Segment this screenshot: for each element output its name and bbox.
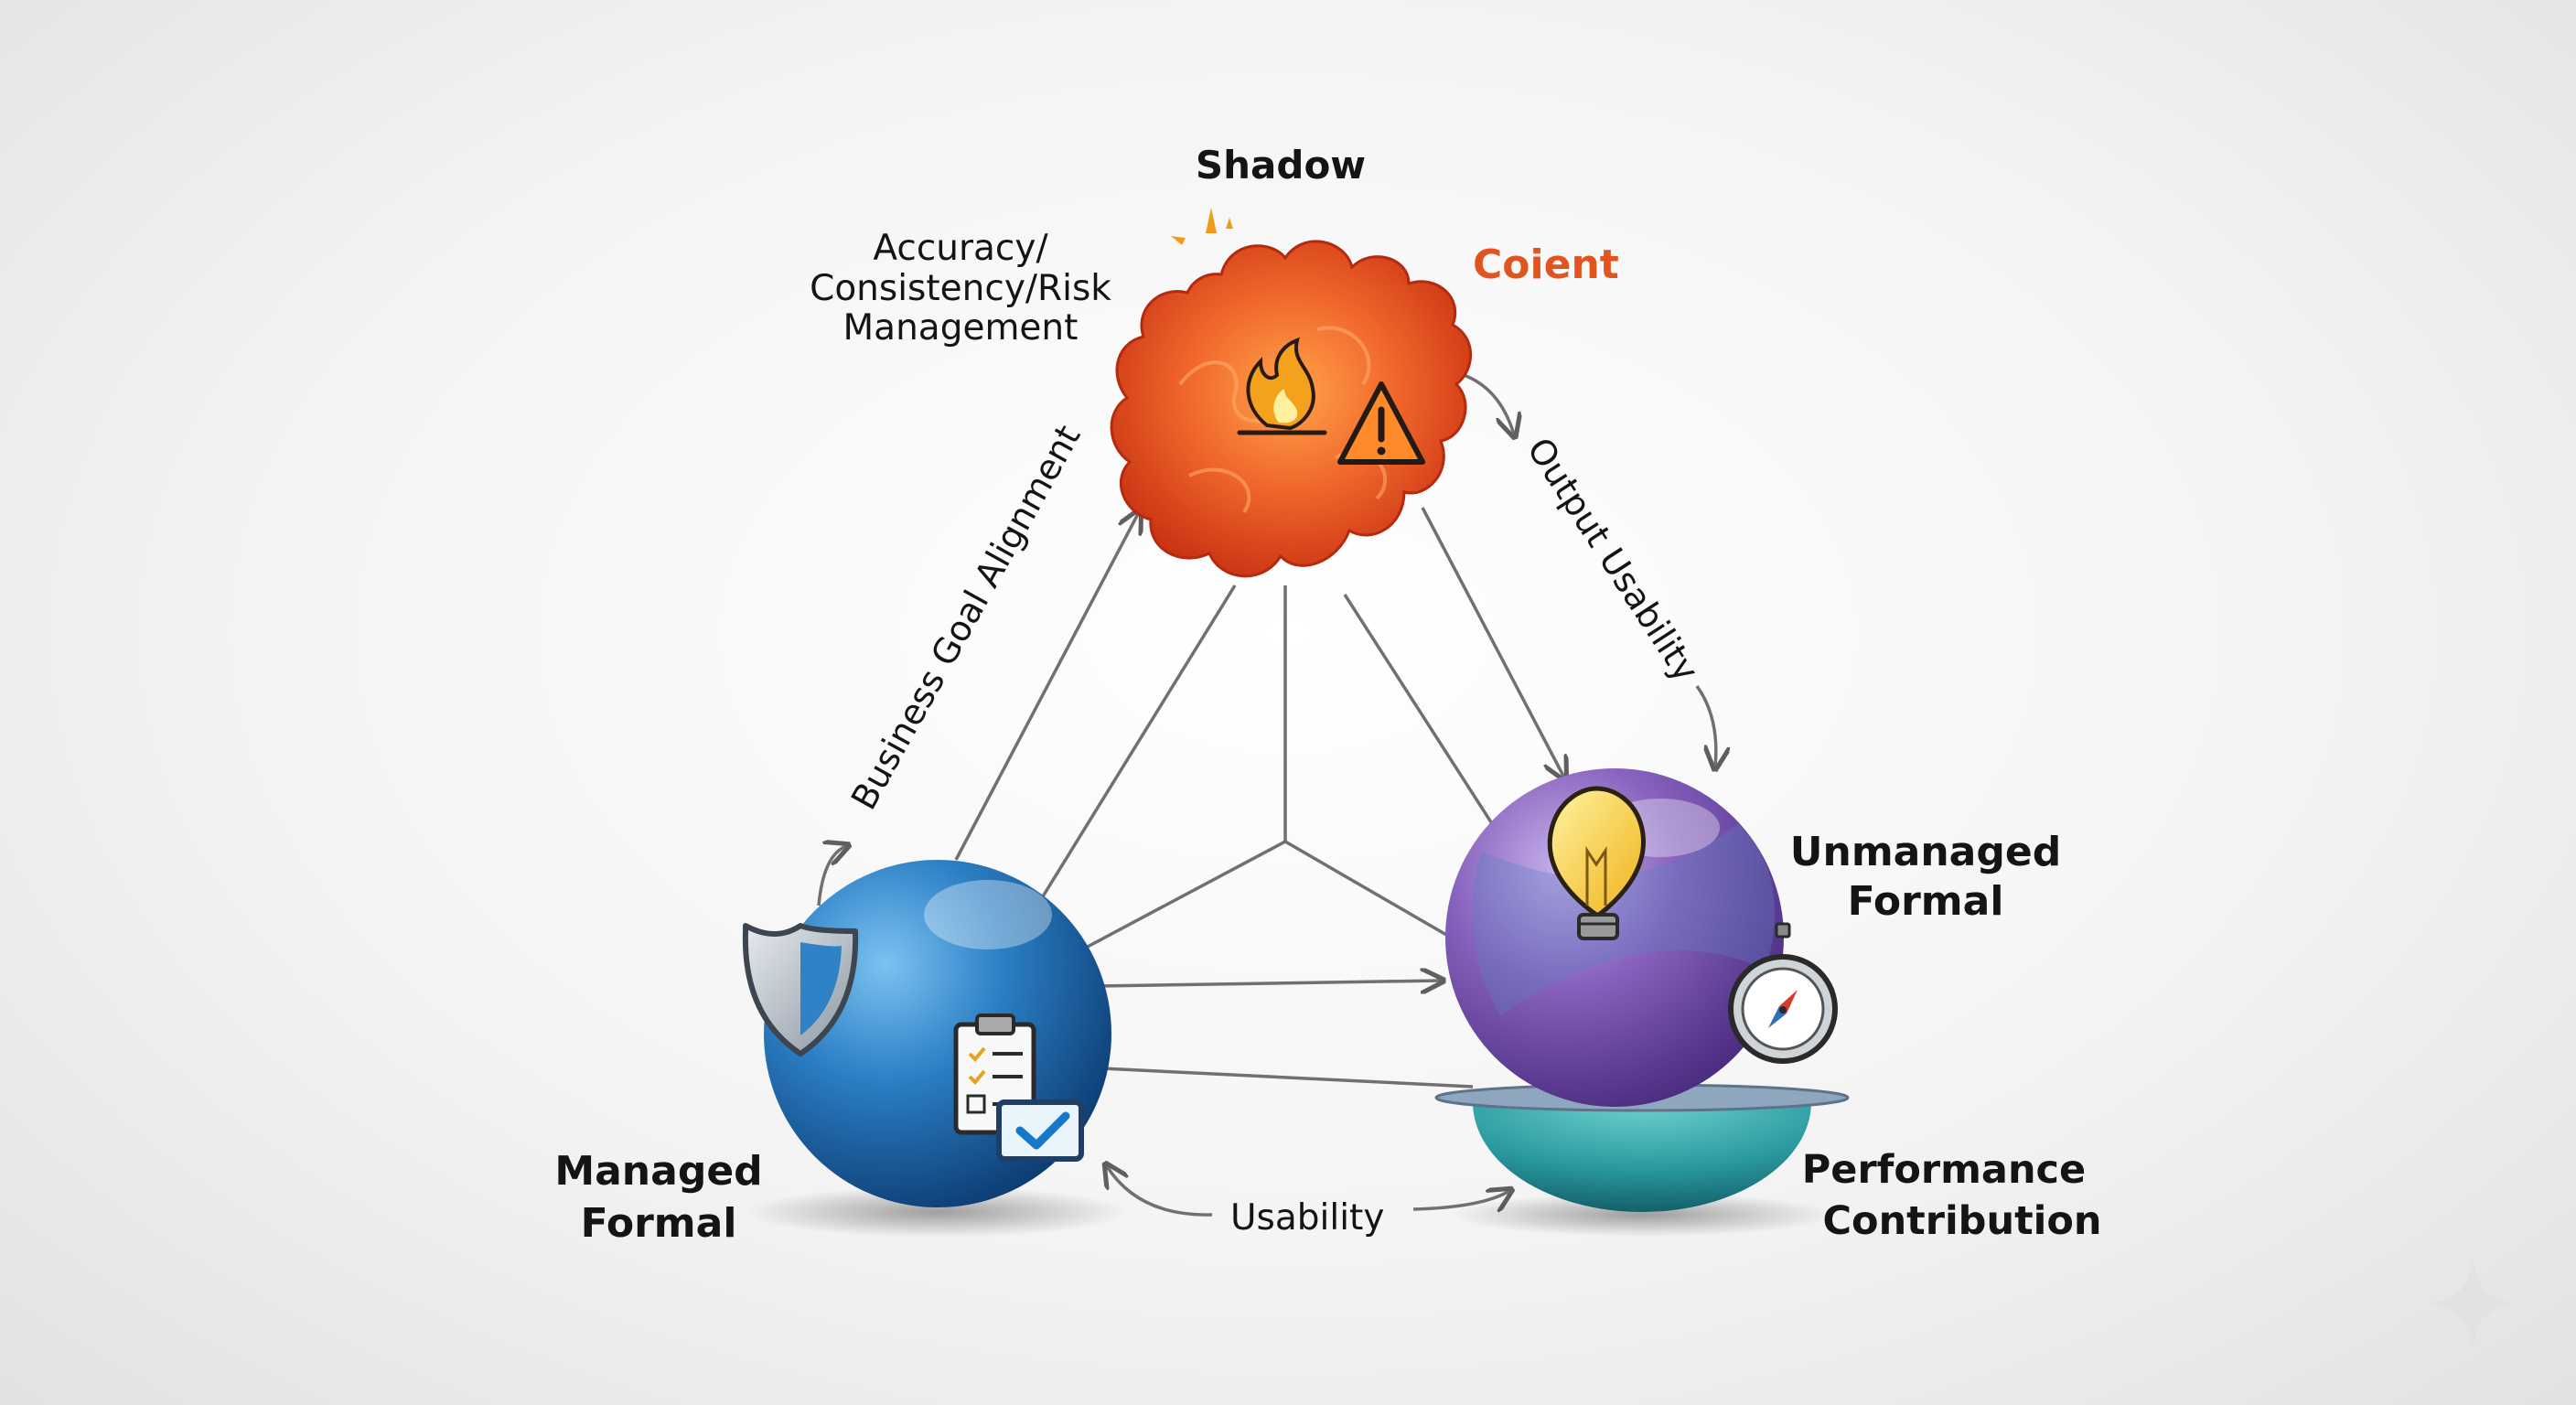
connector-lines — [817, 373, 1716, 1217]
edge-shadow-to-unmanaged — [1421, 507, 1564, 778]
shadow-title: Shadow — [1195, 143, 1367, 188]
managed-line-1: Managed — [554, 1148, 763, 1195]
managed-sphere-shadow — [746, 1186, 1130, 1238]
performance-hemisphere — [1473, 1102, 1811, 1212]
edge-managed-to-unmanaged — [1097, 981, 1441, 986]
edge-managed-to-shadow — [954, 512, 1139, 861]
performance-contribution-label: Performance Contribution — [1766, 1145, 2122, 1248]
shield-icon — [742, 923, 859, 1056]
curve-arrow-usability-left — [1107, 1166, 1213, 1217]
curve-arrow-usability-right — [1412, 1191, 1509, 1209]
managed-formal-label: Managed Formal — [531, 1145, 787, 1249]
sparkle-icon — [2431, 1260, 2514, 1346]
edge-shadow-inner-to-unmanaged — [1343, 594, 1511, 852]
risk-line-1: Accuracy/ — [873, 228, 1048, 269]
curve-arrow-top-right — [1463, 373, 1514, 434]
edge-center-to-unmanaged — [1284, 840, 1460, 944]
lightbulb-icon — [1547, 786, 1647, 940]
performance-line-1: Performance — [1801, 1147, 2087, 1193]
risk-line-3: Management — [843, 307, 1079, 349]
performance-shadow — [1450, 1193, 1834, 1237]
performance-line-2: Contribution — [1822, 1197, 2102, 1244]
compass-icon — [1728, 922, 1838, 1064]
unmanaged-formal-label: Unmanaged Formal — [1784, 828, 2067, 926]
managed-sphere-highlight — [924, 880, 1052, 949]
unmanaged-sphere-band — [1471, 823, 1775, 1015]
checkbox-icon — [996, 1099, 1084, 1162]
usability-label: Usability — [1230, 1197, 1385, 1239]
edge-managed-inner-to-shadow — [1041, 585, 1237, 897]
brand-label: Coient — [1473, 241, 1619, 288]
edge-managed-to-performance — [1101, 1067, 1474, 1089]
unmanaged-node[interactable] — [1445, 768, 1838, 1107]
managed-line-2: Formal — [580, 1200, 737, 1248]
unmanaged-line-2: Formal — [1847, 877, 2004, 925]
curve-arrow-right — [1695, 684, 1716, 767]
flame-sparks — [1171, 208, 1233, 245]
edge-center-to-managed — [1069, 840, 1286, 958]
fire-icon — [1237, 337, 1327, 435]
unmanaged-line-1: Unmanaged — [1789, 829, 2062, 875]
risk-management-label: Accuracy/ Consistency/Risk Management — [787, 229, 1134, 349]
shadow-node[interactable] — [1110, 208, 1473, 578]
managed-node[interactable] — [742, 860, 1111, 1207]
curve-arrow-left — [817, 846, 846, 906]
risk-line-2: Consistency/Risk — [810, 267, 1111, 309]
fire-swirl — [1178, 326, 1388, 514]
warning-icon — [1337, 381, 1425, 465]
